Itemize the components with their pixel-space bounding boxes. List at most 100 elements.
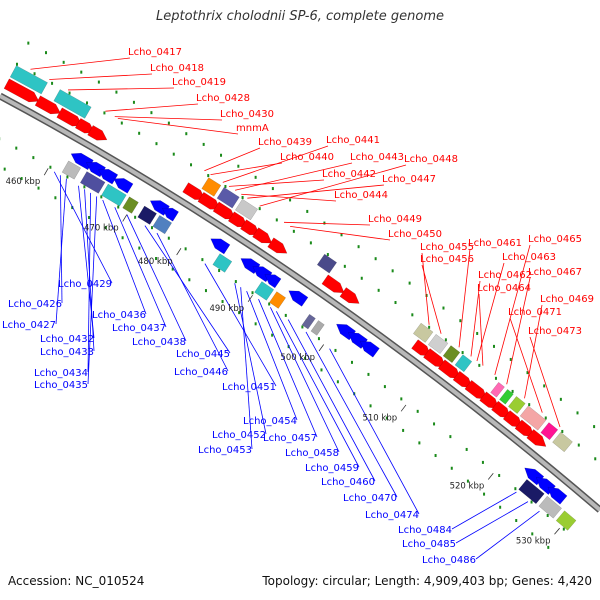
leader-line bbox=[87, 192, 92, 373]
leader-line bbox=[478, 293, 484, 366]
gene-label: Lcho_0443 bbox=[350, 152, 404, 163]
gene-label: Lcho_0428 bbox=[196, 93, 250, 104]
leader-line bbox=[258, 299, 318, 438]
leader-line bbox=[506, 277, 531, 385]
dotted-inner-track-dot bbox=[515, 519, 518, 523]
dotted-inner-track-2-dot bbox=[268, 302, 271, 306]
dotted-outer-track-dot bbox=[428, 325, 431, 329]
feature-box bbox=[519, 405, 547, 431]
dotted-outer-track-dot bbox=[138, 131, 141, 135]
dotted-inner-track-dot bbox=[37, 186, 40, 190]
dotted-outer-track-dot bbox=[478, 363, 481, 367]
forward-gene-arrow bbox=[267, 237, 288, 254]
leader-line bbox=[305, 331, 398, 498]
gene-label: Lcho_0441 bbox=[326, 135, 380, 146]
gene-label: Lcho_0440 bbox=[280, 152, 334, 163]
leader-line bbox=[470, 280, 481, 357]
dotted-inner-track-dot bbox=[418, 441, 421, 445]
dotted-inner-track-dot bbox=[320, 368, 323, 372]
dotted-inner-track-dot bbox=[385, 416, 388, 420]
dotted-outer-track-2-dot bbox=[289, 198, 292, 202]
dotted-outer-track-2-dot bbox=[408, 281, 411, 285]
feature-box bbox=[137, 205, 157, 225]
backbone-fill bbox=[0, 94, 600, 512]
tick-label: 510 kbp bbox=[362, 413, 397, 423]
gene-label: Lcho_0446 bbox=[174, 367, 228, 378]
gene-label: Lcho_0455 bbox=[420, 242, 474, 253]
gene-label: Lcho_0457 bbox=[263, 433, 317, 444]
dotted-outer-track-2-dot bbox=[115, 90, 118, 94]
dotted-inner-track-dot bbox=[71, 206, 74, 210]
leader-line bbox=[222, 145, 329, 183]
leader-line bbox=[59, 175, 63, 304]
gene-label: Lcho_0459 bbox=[305, 463, 359, 474]
feature-box bbox=[122, 196, 139, 214]
leader-line bbox=[421, 264, 442, 334]
feature-box bbox=[254, 281, 275, 301]
dotted-inner-track-dot bbox=[3, 167, 6, 171]
feature-box bbox=[555, 510, 577, 531]
dotted-inner-track-dot bbox=[104, 226, 107, 230]
dotted-tracks bbox=[0, 41, 597, 549]
gene-label: Lcho_0445 bbox=[176, 349, 230, 360]
feature-box bbox=[412, 322, 434, 343]
dotted-outer-track-dot bbox=[394, 301, 397, 305]
dotted-outer-track-dot bbox=[85, 101, 88, 105]
tick-label: 480 kbp bbox=[138, 257, 173, 267]
feature-box bbox=[538, 495, 562, 519]
dotted-outer-track-2-dot bbox=[593, 425, 596, 429]
reverse-gene-arrow bbox=[161, 207, 179, 222]
dotted-inner-track-2-dot bbox=[15, 146, 18, 150]
tick-label: 470 kbp bbox=[84, 223, 119, 233]
gene-label: Lcho_0456 bbox=[420, 254, 474, 265]
dotted-inner-track-dot bbox=[88, 216, 91, 220]
leader-line bbox=[509, 317, 543, 413]
dotted-inner-track-dot bbox=[547, 545, 550, 549]
dotted-inner-track-dot bbox=[450, 466, 453, 470]
leader-line bbox=[270, 307, 340, 453]
leader-line bbox=[524, 304, 543, 399]
dotted-inner-track-2-dot bbox=[251, 291, 254, 295]
map-title: Leptothrix cholodnii SP-6, complete geno… bbox=[156, 9, 444, 24]
dotted-outer-track-dot bbox=[494, 376, 497, 380]
dotted-inner-track-2-dot bbox=[498, 473, 501, 477]
gene-label: Lcho_0485 bbox=[402, 539, 456, 550]
forward-gene-arrow bbox=[321, 274, 345, 294]
dotted-outer-track-dot bbox=[258, 207, 261, 211]
leader-line bbox=[156, 232, 229, 372]
leader-line bbox=[30, 57, 131, 70]
gene-label: Lcho_0418 bbox=[150, 63, 204, 74]
dotted-outer-track-2-dot bbox=[45, 51, 48, 55]
dotted-outer-track-dot bbox=[224, 184, 227, 188]
dotted-inner-track-2-dot bbox=[301, 325, 304, 329]
dotted-outer-track-dot bbox=[190, 163, 193, 167]
leader-line bbox=[102, 199, 147, 315]
dotted-inner-track-2-dot bbox=[167, 236, 170, 240]
dotted-outer-track-2-dot bbox=[202, 142, 205, 146]
dotted-outer-track-dot bbox=[275, 218, 278, 222]
dotted-inner-track-2-dot bbox=[218, 269, 221, 273]
dotted-outer-track-dot bbox=[461, 351, 464, 355]
dotted-outer-track-2-dot bbox=[559, 397, 562, 401]
leader-line bbox=[114, 116, 223, 121]
gene-label: Lcho_0451 bbox=[222, 382, 276, 393]
leader-line bbox=[68, 87, 175, 91]
feature-box bbox=[79, 171, 106, 194]
dotted-inner-track-dot bbox=[402, 428, 405, 432]
leader-line bbox=[114, 207, 167, 328]
feature-box bbox=[310, 320, 325, 336]
accession-text: Accession: NC_010524 bbox=[8, 574, 145, 588]
dotted-outer-track-dot bbox=[528, 403, 531, 407]
gene-label: Lcho_0465 bbox=[528, 234, 582, 245]
gene-label: Lcho_0464 bbox=[477, 283, 531, 294]
forward-gene-arrow bbox=[3, 78, 40, 103]
feature-box bbox=[269, 291, 287, 309]
dotted-outer-track-2-dot bbox=[374, 257, 377, 261]
dotted-inner-track-2-dot bbox=[400, 397, 403, 401]
dotted-inner-track-2-dot bbox=[317, 337, 320, 341]
dotted-outer-track-dot bbox=[15, 62, 18, 66]
dotted-inner-track-2-dot bbox=[134, 215, 137, 219]
dotted-inner-track-dot bbox=[171, 267, 174, 271]
